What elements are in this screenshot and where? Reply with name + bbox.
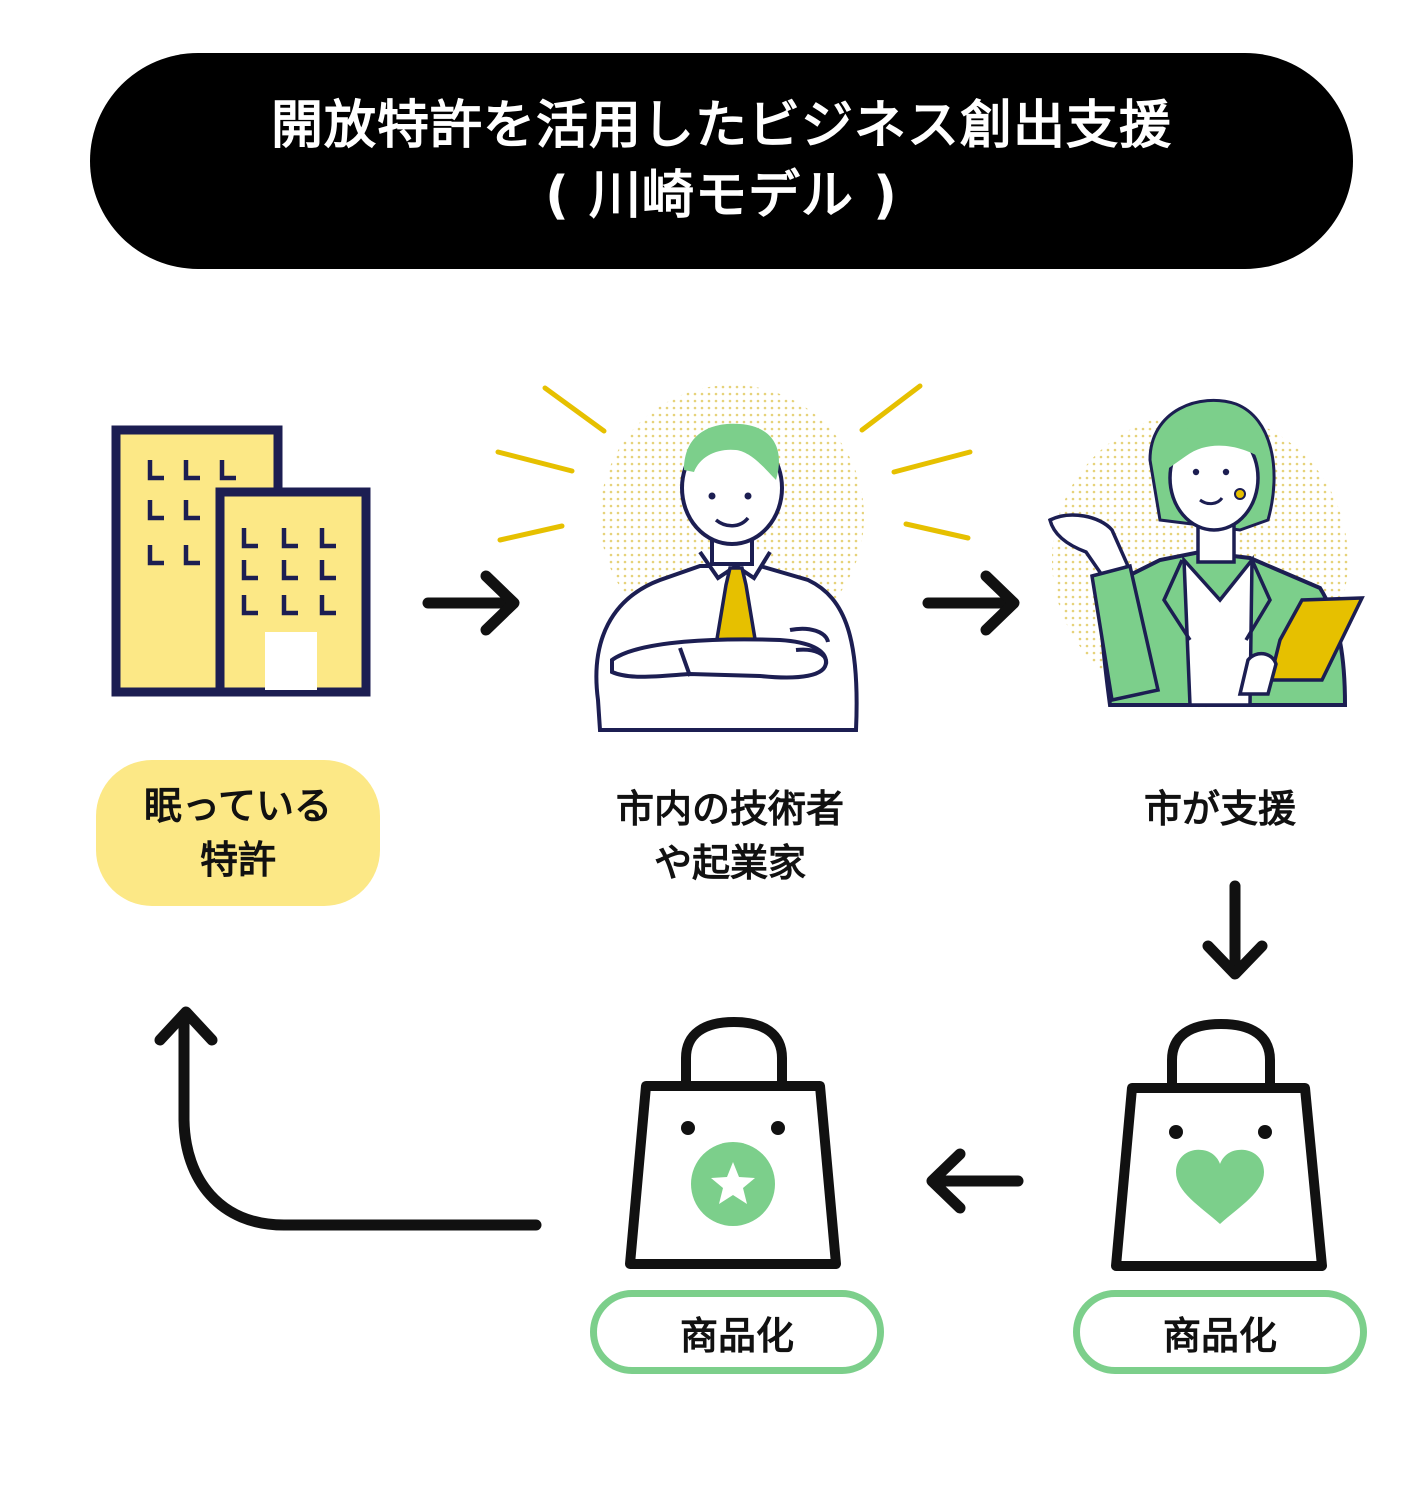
step-commercialization-left: 商品化 (590, 1290, 884, 1374)
title-banner: 開放特許を活用したビジネス創出支援 ( 川崎モデル ) (90, 53, 1353, 269)
step-commercialization-left-label: 商品化 (679, 1313, 794, 1358)
title-line-2: ( 川崎モデル ) (545, 166, 898, 226)
businesswoman-icon (1047, 399, 1365, 708)
return-arrow (154, 1006, 542, 1231)
arrow-down (1202, 880, 1268, 980)
arrow-right-2 (922, 570, 1020, 636)
title-line-1: 開放特許を活用したビジネス創出支援 (270, 96, 1172, 156)
step-city-support: 市が支援 (1090, 782, 1350, 836)
building-icon (111, 425, 371, 697)
step-engineers-line-2: や起業家 (653, 841, 806, 885)
businessman-icon (495, 383, 973, 732)
star-bag-icon (625, 1016, 841, 1269)
step-dormant-patent-line-1: 眠っている (143, 784, 333, 828)
step-commercialization-right: 商品化 (1073, 1290, 1367, 1374)
step-city-support-line-1: 市が支援 (1143, 787, 1296, 831)
step-dormant-patent-line-2: 特許 (199, 838, 276, 882)
step-commercialization-right-label: 商品化 (1162, 1313, 1277, 1358)
step-engineers: 市内の技術者 や起業家 (560, 782, 900, 890)
arrow-right-1 (422, 570, 520, 636)
step-engineers-line-1: 市内の技術者 (615, 787, 844, 831)
step-dormant-patent: 眠っている 特許 (96, 760, 380, 906)
heart-bag-icon (1111, 1018, 1327, 1271)
arrow-left (926, 1148, 1024, 1214)
